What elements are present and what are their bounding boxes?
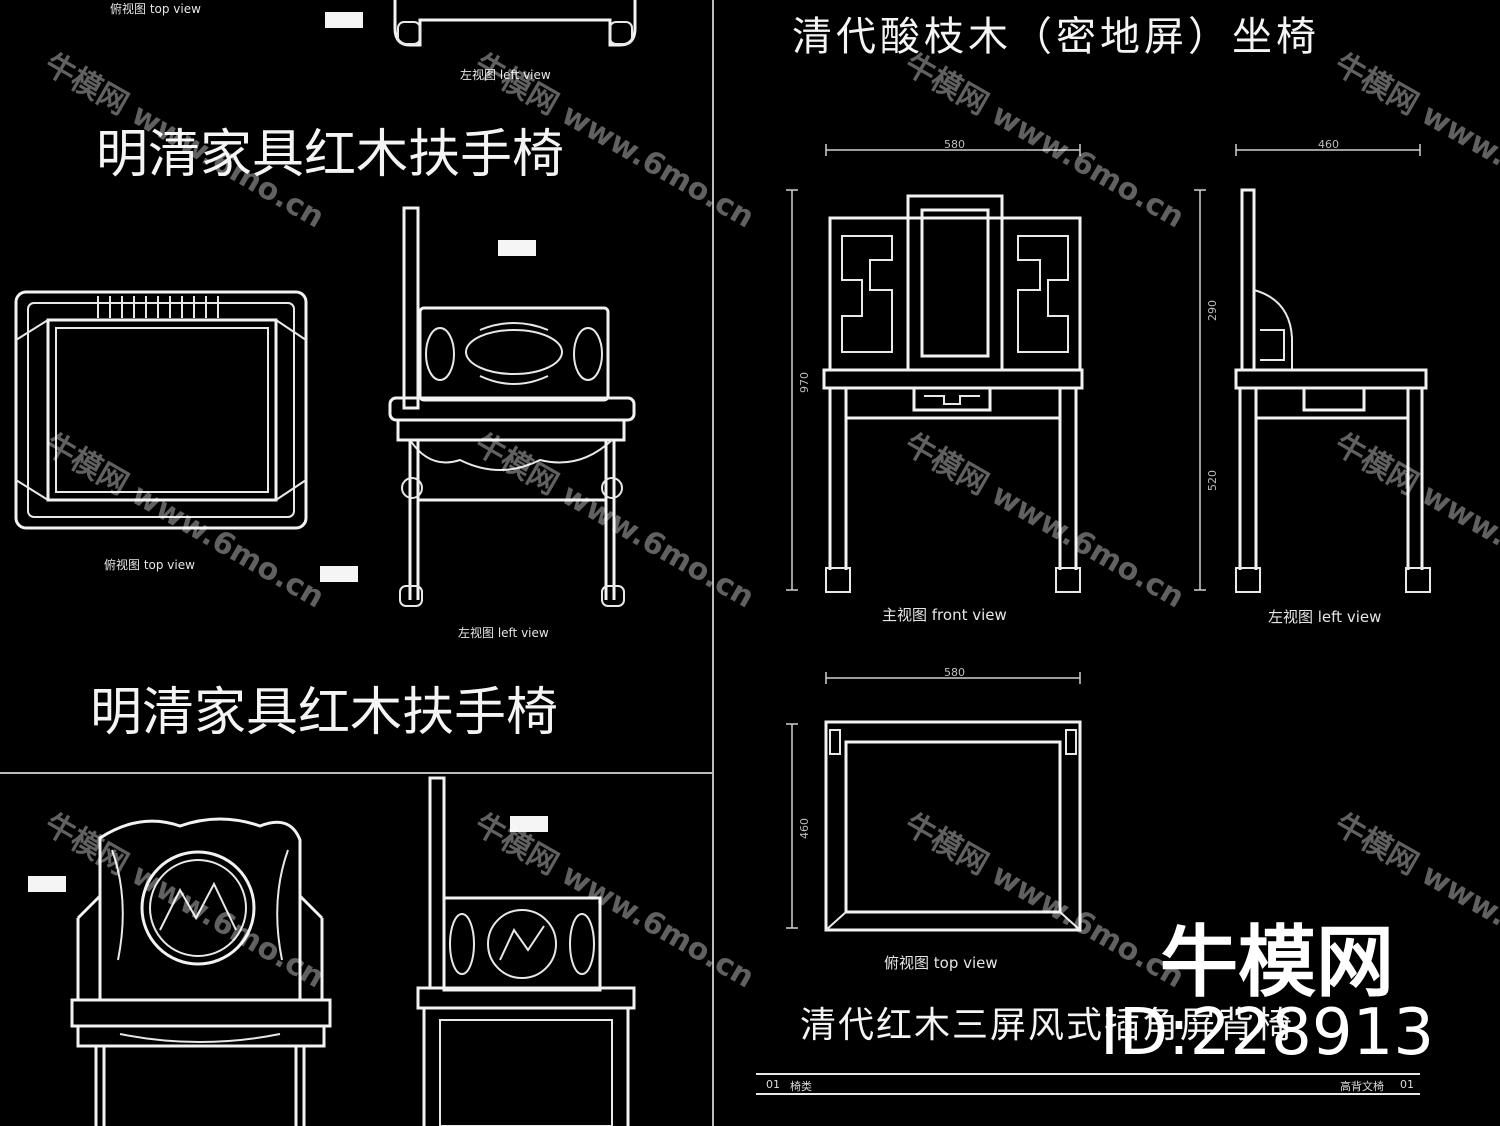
left-view-drawing <box>1194 144 1431 593</box>
label-left-view-right: 左视图 left view <box>1268 608 1382 626</box>
table-left-no: 01 <box>766 1078 780 1091</box>
label-top-view-mid: 俯视图 top view <box>104 558 195 572</box>
table-right-name: 高背文椅 <box>1340 1080 1384 1093</box>
dim-top-width: 580 <box>944 666 965 679</box>
upper-left-drawing <box>325 0 637 47</box>
armchair-left-view <box>320 206 636 607</box>
title-armchair-lower: 明清家具红木扶手椅 <box>90 683 559 743</box>
label-top-view-right: 俯视图 top view <box>884 954 998 972</box>
table-left-name: 椅类 <box>790 1080 812 1093</box>
table-right-no: 01 <box>1400 1078 1414 1091</box>
lower-armchair-front <box>28 817 332 1126</box>
armchair-top-view <box>14 290 308 530</box>
divider-horizontal <box>0 772 712 774</box>
divider-vertical <box>712 0 714 1126</box>
bottom-table-lines <box>756 1073 1420 1095</box>
dim-back-height: 290 <box>1206 300 1219 321</box>
label-left-view-upper: 左视图 left view <box>460 68 551 82</box>
brand-id: ID:228913 <box>1100 996 1435 1070</box>
title-armchair-upper: 明清家具红木扶手椅 <box>96 125 565 185</box>
dim-front-width: 580 <box>944 138 965 151</box>
dim-height-total: 970 <box>798 372 811 393</box>
dim-side-width: 460 <box>1318 138 1339 151</box>
lower-armchair-side <box>416 776 636 1126</box>
dim-seat-height: 520 <box>1206 470 1219 491</box>
label-front-view: 主视图 front view <box>882 606 1007 624</box>
right-top-view-drawing <box>786 672 1082 932</box>
title-three-screen-chair: 清代红木三屏风式插角屏背椅 <box>800 1005 1295 1046</box>
dim-top-depth: 460 <box>798 818 811 839</box>
brand-name: 牛模网 <box>1160 918 1395 1008</box>
front-view-drawing <box>786 144 1084 593</box>
title-qing-chair: 清代酸枝木（密地屏）坐椅 <box>792 14 1320 60</box>
label-left-view-mid: 左视图 left view <box>458 626 549 640</box>
label-top-view-upper: 俯视图 top view <box>110 2 201 16</box>
